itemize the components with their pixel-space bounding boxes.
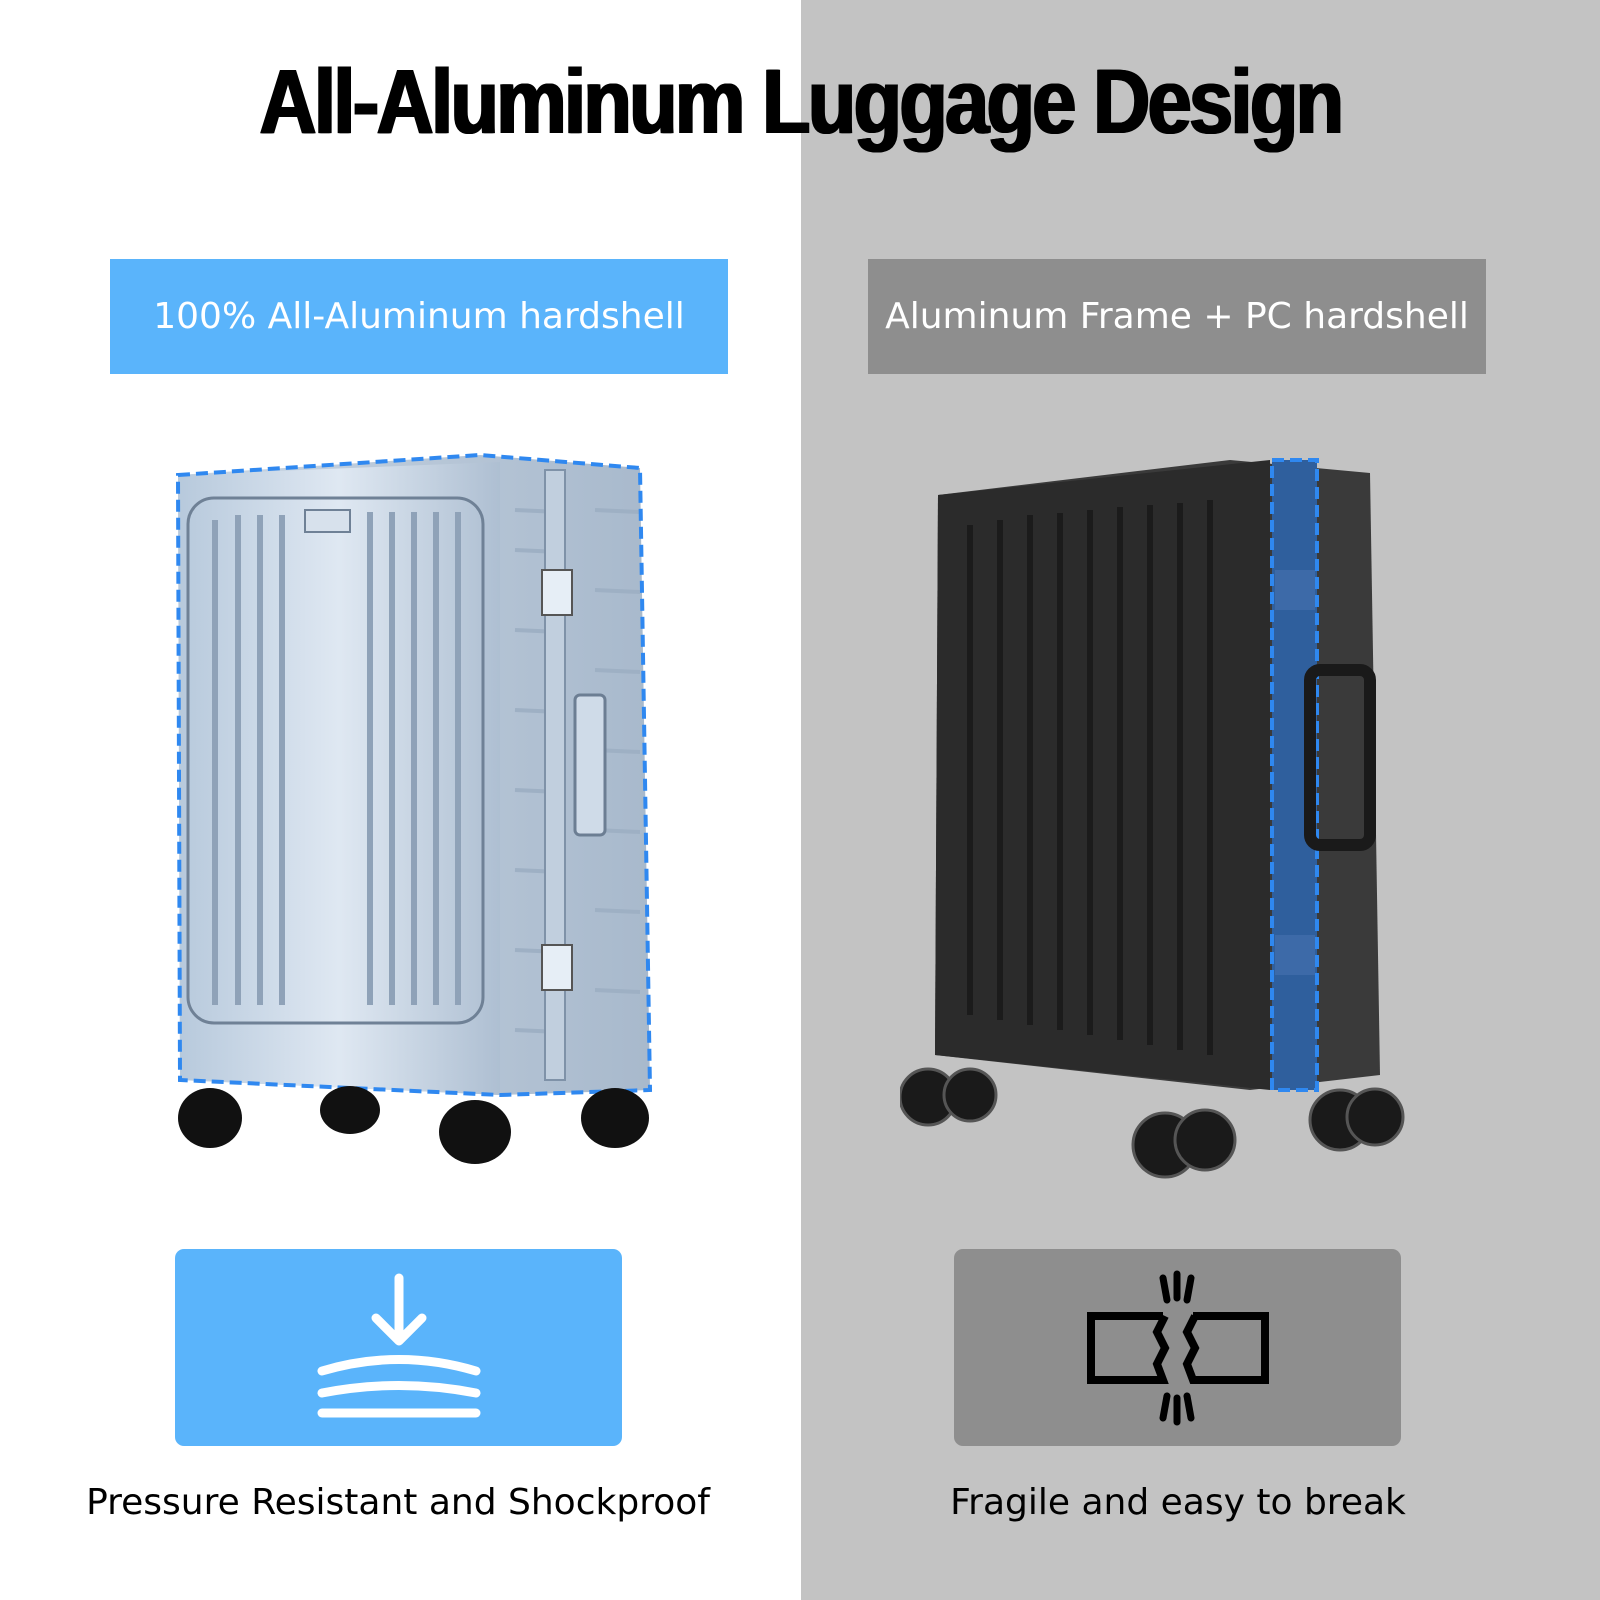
aluminum-suitcase-image <box>175 452 653 1164</box>
broken-fragile-icon <box>1086 1270 1269 1425</box>
pressure-resistant-caption: Pressure Resistant and Shockproof <box>86 1482 710 1523</box>
pc-hardshell-label: Aluminum Frame + PC hardshell <box>868 259 1486 374</box>
all-aluminum-label: 100% All-Aluminum hardshell <box>110 259 728 374</box>
pc-hardshell-suitcase-image <box>900 458 1405 1179</box>
pressure-resistant-box <box>175 1249 622 1446</box>
fragile-caption: Fragile and easy to break <box>950 1482 1406 1523</box>
pressure-resistant-icon <box>317 1273 480 1417</box>
fragile-box <box>954 1249 1401 1446</box>
page-title: All-Aluminum Luggage Design <box>259 51 1344 153</box>
